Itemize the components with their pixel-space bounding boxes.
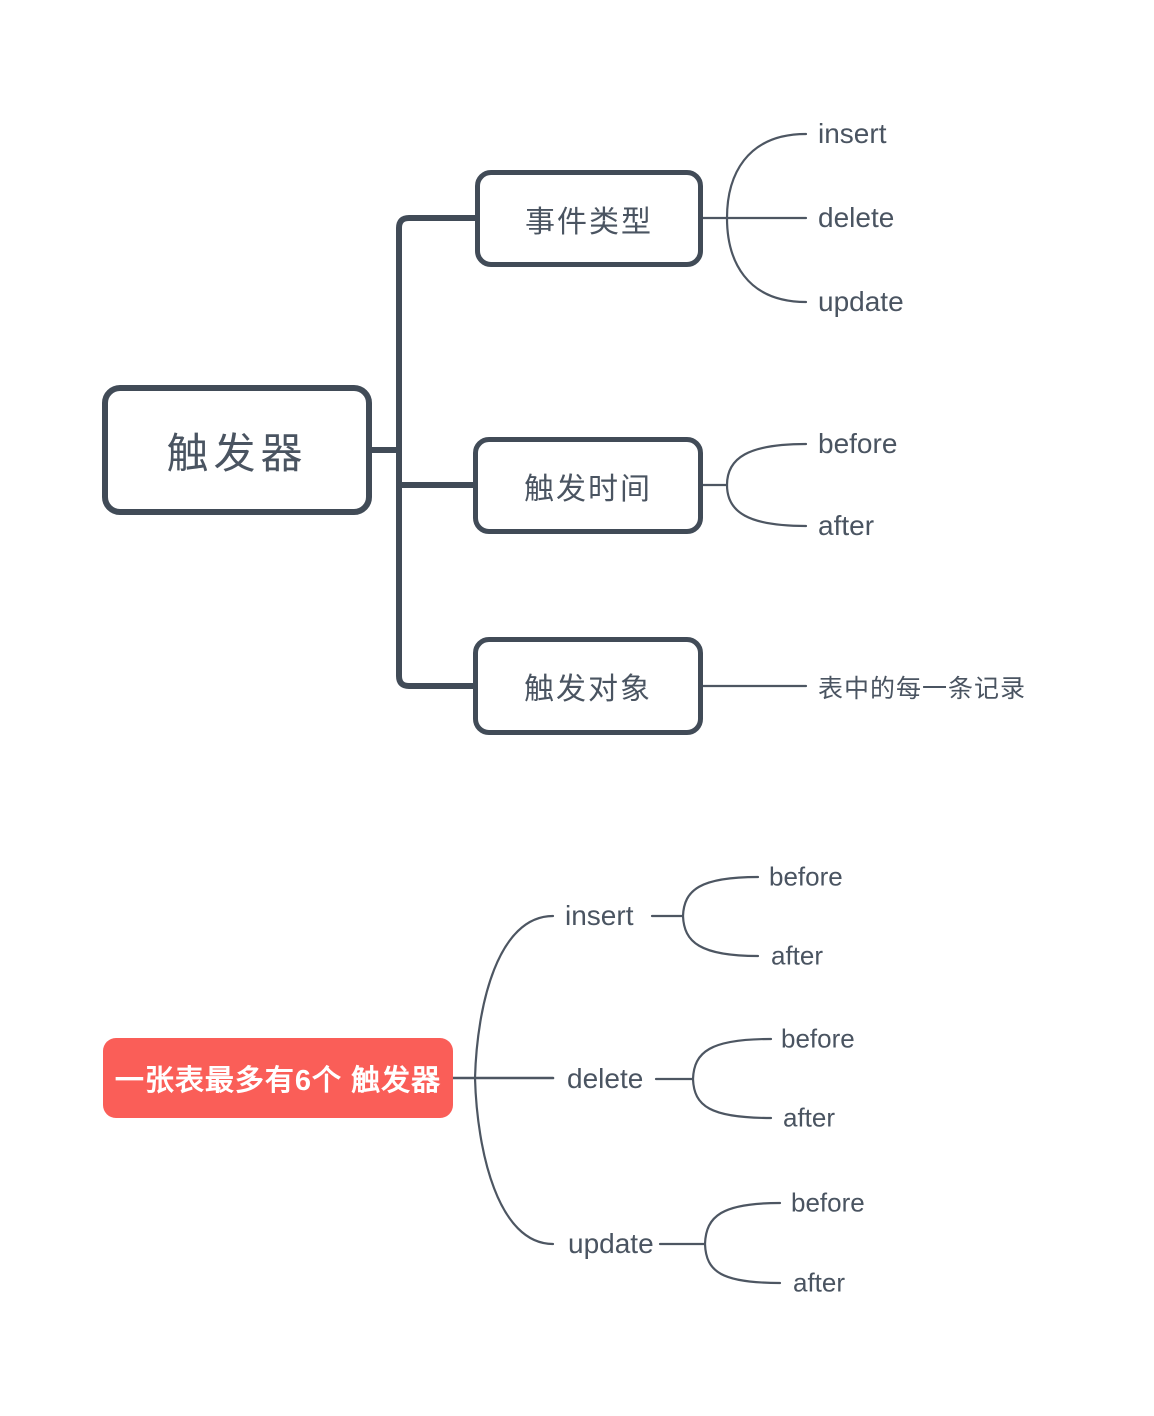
connector-delete-after <box>691 1077 773 1120</box>
map1-leaf-update[interactable]: update <box>818 286 904 317</box>
connector-update-before <box>703 1201 782 1246</box>
map2-branch-update[interactable]: update <box>568 1228 654 1259</box>
map2-insert-leaf-after[interactable]: after <box>771 940 824 971</box>
node-trigger-root[interactable]: 触发器 <box>102 385 372 515</box>
map1-leaf-after[interactable]: after <box>818 510 875 541</box>
map1-leaf-delete[interactable]: delete <box>818 202 895 233</box>
map2-update-leaf-after[interactable]: after <box>793 1267 846 1298</box>
connector-triggertime-before <box>725 442 808 487</box>
map2-update-leaf-before[interactable]: before <box>791 1187 865 1218</box>
node-trigger-time[interactable]: 触发时间 <box>473 437 703 534</box>
connector-triggertime-after <box>725 483 808 528</box>
connector-eventtype-update <box>725 216 808 304</box>
connector-update-after <box>703 1242 782 1285</box>
connector-insert-before <box>681 875 760 918</box>
map1-leaf-every-record[interactable]: 表中的每一条记录 <box>818 675 1027 703</box>
connector-trunk <box>396 215 479 689</box>
connector-redroot-update <box>473 1076 555 1246</box>
connector-eventtype-insert <box>725 132 808 220</box>
map2-branch-delete[interactable]: delete <box>567 1063 644 1094</box>
map2-delete-leaf-after[interactable]: after <box>783 1102 836 1133</box>
connector-insert-after <box>681 914 760 958</box>
connector-redroot-insert <box>473 914 555 1080</box>
map2-insert-leaf-before[interactable]: before <box>769 861 843 892</box>
connector-delete-before <box>691 1037 773 1081</box>
map2-delete-leaf-before[interactable]: before <box>781 1023 855 1054</box>
map1-leaf-before[interactable]: before <box>818 428 898 459</box>
node-table-max-triggers[interactable]: 一张表最多有6个 触发器 <box>103 1038 453 1118</box>
node-trigger-object[interactable]: 触发对象 <box>473 637 703 735</box>
map1-leaf-insert[interactable]: insert <box>818 118 887 149</box>
node-event-type[interactable]: 事件类型 <box>475 170 703 267</box>
map2-branch-insert[interactable]: insert <box>565 900 634 931</box>
